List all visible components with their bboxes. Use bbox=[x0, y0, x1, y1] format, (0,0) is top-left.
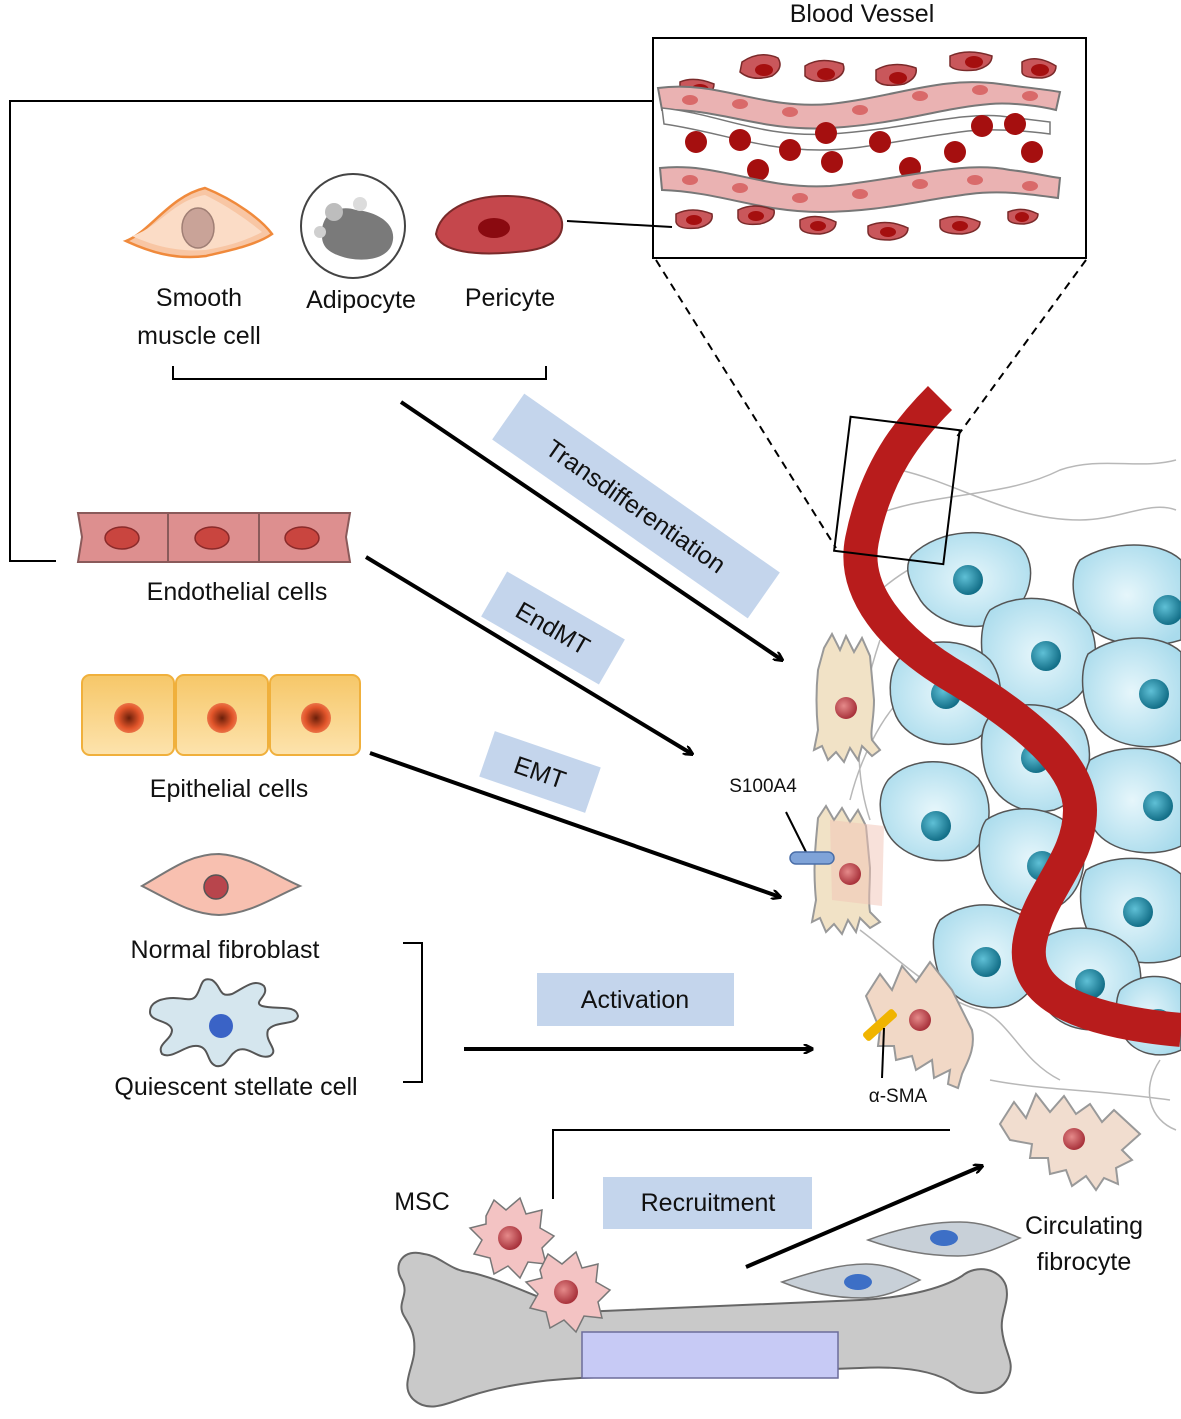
quiescent-stellate-label: Quiescent stellate cell bbox=[114, 1073, 357, 1101]
circulating-label-2: fibrocyte bbox=[1037, 1248, 1131, 1276]
tumor-blood-vessel bbox=[843, 385, 1181, 1047]
vessel-bracket-line bbox=[9, 100, 653, 562]
msc-cells bbox=[468, 1196, 612, 1334]
normal-fibroblast-label: Normal fibroblast bbox=[131, 936, 320, 964]
pericyte-cell bbox=[434, 194, 564, 255]
emt-arrow bbox=[369, 751, 780, 897]
activation-tag: Activation bbox=[537, 973, 734, 1026]
endmt-arrow bbox=[364, 555, 692, 754]
msc-connector bbox=[552, 1129, 950, 1199]
top-cells-bracket bbox=[172, 366, 547, 380]
ecm-fibers bbox=[849, 459, 1177, 1131]
blood-vessel-inset: Blood Vessel bbox=[652, 0, 1087, 259]
alpha-sma-label: α-SMA bbox=[869, 1086, 928, 1107]
bottom-pericyte-nuclei bbox=[686, 211, 1029, 237]
activation-label: Activation bbox=[581, 986, 689, 1014]
zoom-line-left bbox=[655, 259, 837, 549]
recruitment-tag: Recruitment bbox=[603, 1177, 812, 1229]
adipocyte-cell bbox=[300, 173, 406, 279]
normal-fibroblast-cell bbox=[139, 852, 303, 917]
adipocyte-label: Adipocyte bbox=[306, 286, 416, 314]
endothelial-label: Endothelial cells bbox=[147, 578, 328, 606]
zoom-line-right bbox=[955, 259, 1087, 439]
transdifferentiation-label: Transdifferentiation bbox=[540, 434, 730, 579]
blood-vessel-title: Blood Vessel bbox=[790, 0, 935, 28]
tumor-nuclei bbox=[921, 565, 1181, 1039]
fibrocytes-circulating bbox=[779, 1221, 1022, 1299]
smooth-muscle-label-1: Smooth bbox=[156, 284, 242, 312]
vessel-zoom-box bbox=[833, 415, 961, 566]
caf-upper bbox=[812, 631, 882, 764]
s100a4-marker bbox=[785, 811, 835, 865]
circulating-fibrocyte-cell bbox=[998, 1092, 1142, 1192]
smooth-muscle-cell bbox=[122, 186, 274, 259]
caf-lower bbox=[864, 960, 974, 1090]
smooth-muscle-label-2: muscle cell bbox=[137, 322, 261, 350]
epithelial-cells bbox=[81, 674, 361, 756]
quiescent-stellate-cell bbox=[148, 978, 300, 1068]
fibroblast-stellate-bracket bbox=[403, 942, 423, 1083]
emt-tag: EMT bbox=[479, 731, 601, 813]
recruitment-arrow bbox=[745, 1166, 982, 1269]
transdifferentiation-tag: Transdifferentiation bbox=[492, 393, 780, 619]
endothelial-dots-lower bbox=[682, 175, 1038, 203]
red-blood-cells bbox=[685, 113, 1043, 181]
transdifferentiation-arrow bbox=[399, 400, 782, 660]
bone bbox=[397, 1251, 1012, 1408]
alpha-sma-marker bbox=[863, 1009, 897, 1079]
pericyte-connector bbox=[566, 220, 673, 228]
pericyte-label: Pericyte bbox=[465, 284, 555, 312]
circulating-label-1: Circulating bbox=[1025, 1212, 1143, 1240]
msc-label: MSC bbox=[394, 1188, 450, 1216]
endmt-tag: EndMT bbox=[481, 571, 625, 685]
recruitment-label: Recruitment bbox=[641, 1189, 776, 1217]
endothelial-cells bbox=[76, 512, 352, 563]
endothelial-dots-upper bbox=[682, 85, 1038, 117]
s100a4-label: S100A4 bbox=[729, 776, 797, 797]
epithelial-label: Epithelial cells bbox=[150, 775, 308, 803]
caf-middle bbox=[810, 804, 884, 936]
